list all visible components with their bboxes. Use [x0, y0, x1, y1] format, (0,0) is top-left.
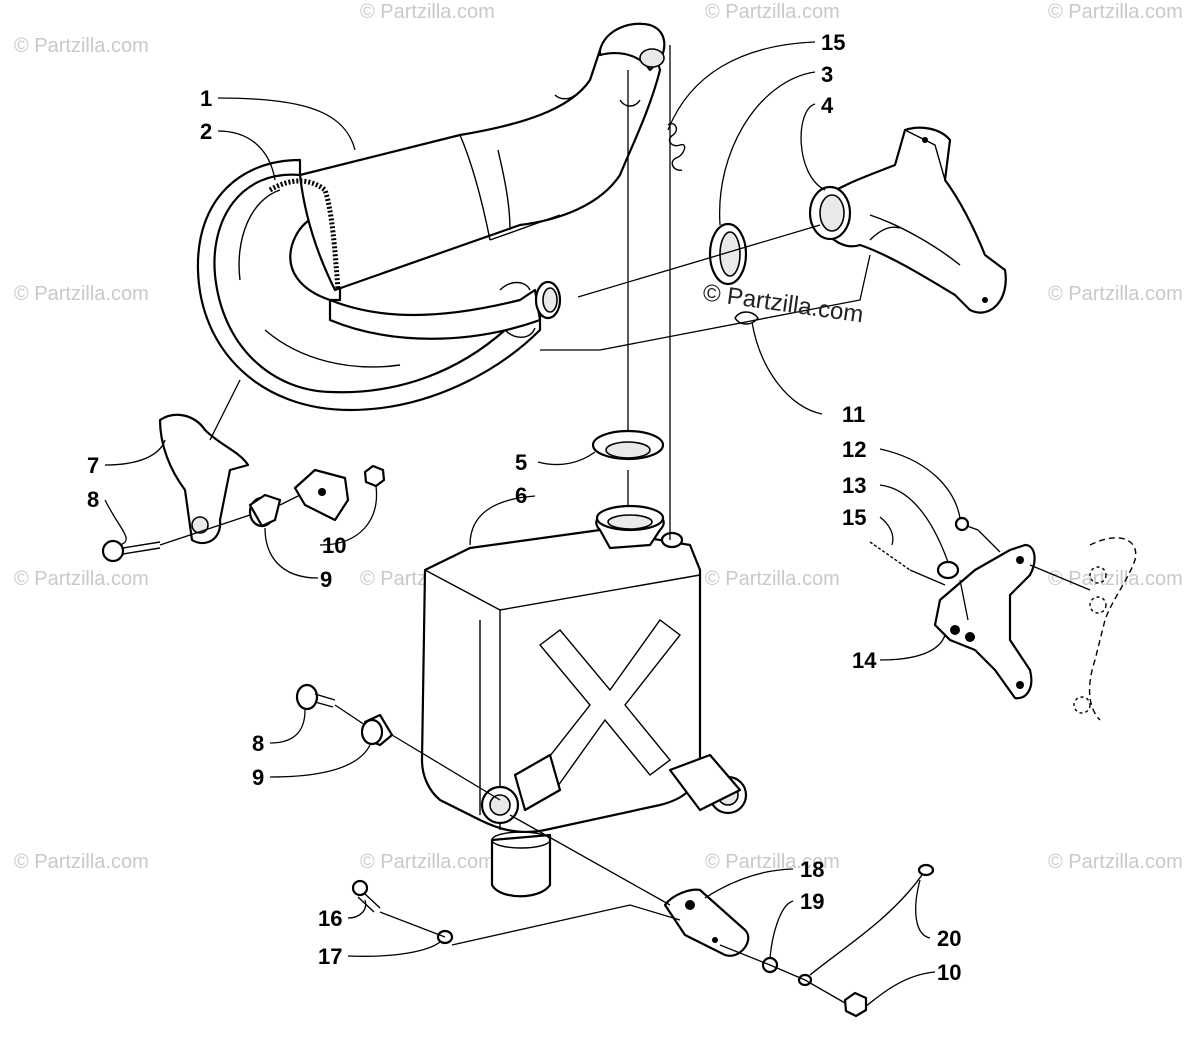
plate-left: [293, 468, 350, 522]
assembly-lines: [159, 45, 1091, 1004]
callout-10-bottom: 10: [937, 960, 961, 985]
watermark-center: © Partzilla.com: [701, 279, 865, 328]
bolt-right: [954, 516, 979, 532]
leader-lines: [104, 41, 961, 1007]
watermark: © Partzilla.com: [705, 568, 840, 590]
callout-14: 14: [852, 648, 877, 673]
callout-9-middle: 9: [252, 765, 264, 790]
callout-2: 2: [200, 119, 212, 144]
bolt-bottom: [351, 879, 381, 913]
watermark: © Partzilla.com: [14, 283, 149, 305]
engine-outline: [1073, 537, 1137, 721]
watermark: © Partzilla.com: [1048, 1, 1183, 23]
exhaust-manifold: [808, 126, 1007, 314]
watermark: © Partzilla.com: [14, 35, 149, 57]
watermark: © Partzilla.com: [705, 1, 840, 23]
hanger-bracket: [158, 413, 250, 545]
nut-left: [363, 464, 386, 488]
watermark: © Partzilla.com: [360, 1, 495, 23]
watermark: © Partzilla.com: [1048, 568, 1183, 590]
callout-19: 19: [800, 889, 824, 914]
silencer-box: [420, 504, 748, 898]
watermark: © Partzilla.com: [14, 851, 149, 873]
callout-7: 7: [87, 453, 99, 478]
watermark: © Partzilla.com: [360, 851, 495, 873]
mount-bracket: [933, 543, 1036, 700]
watermark: © Partzilla.com: [14, 568, 149, 590]
callout-11: 11: [842, 402, 865, 427]
watermark: © Partzilla.com: [1048, 851, 1183, 873]
callout-5: 5: [515, 450, 527, 475]
callout-4: 4: [821, 93, 834, 118]
callout-12: 12: [842, 437, 866, 462]
callout-18: 18: [800, 857, 824, 882]
bolt-middle: [295, 683, 336, 711]
nut-bottom: [843, 991, 868, 1018]
watermark: © Partzilla.com: [705, 851, 840, 873]
callout-6: 6: [515, 483, 527, 508]
grommet-upper: [591, 429, 665, 461]
callout-9-left: 9: [320, 567, 332, 592]
callout-15-right: 15: [842, 505, 866, 530]
ground-strap: [797, 863, 935, 987]
callout-15-top: 15: [821, 30, 845, 55]
exhaust-pipe: [196, 22, 666, 412]
callout-13: 13: [842, 473, 866, 498]
callout-8-left: 8: [87, 487, 99, 512]
bushing-middle: [360, 713, 394, 747]
bolt-left: [101, 539, 161, 563]
callout-20: 20: [937, 926, 961, 951]
grommet-right: [936, 560, 960, 580]
callout-3: 3: [821, 62, 833, 87]
bushing-left: [248, 493, 282, 528]
callout-17: 17: [318, 944, 342, 969]
watermark: © Partzilla.com: [1048, 283, 1183, 305]
lower-bracket: [663, 888, 750, 957]
spring-right: [869, 541, 911, 571]
spring-top: [667, 123, 686, 171]
callout-10-left: 10: [322, 533, 346, 558]
gasket-ring: [708, 222, 748, 286]
callout-1: 1: [200, 86, 212, 111]
callout-labels: 1 2 3 4 5 6 7 8 8 9 9 10 10 11 12 13 14 …: [87, 30, 961, 985]
callout-8-middle: 8: [252, 731, 264, 756]
callout-16: 16: [318, 906, 342, 931]
